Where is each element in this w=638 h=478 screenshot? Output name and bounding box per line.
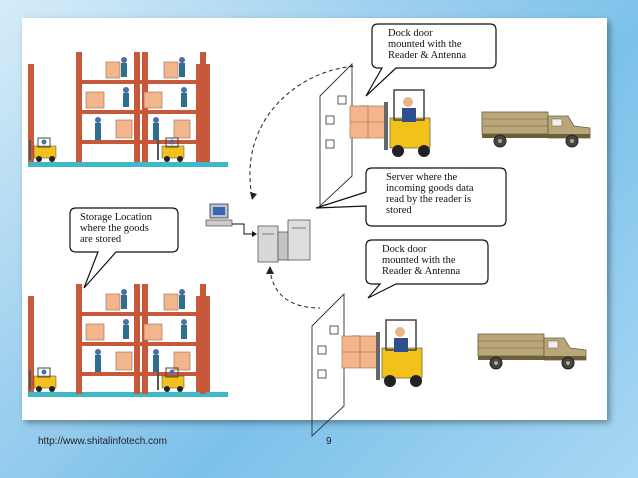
data-flow-arcs [249,65,357,309]
callout-dock-bottom-bubble [365,239,489,299]
callout-server-text: Server where the incoming goods data rea… [386,172,474,216]
callout-line: Dock door [388,28,433,39]
truck-top [481,111,591,148]
callout-line: where the goods [80,223,149,234]
computer-terminal [205,203,233,227]
callout-line: incoming goods data [386,183,474,194]
callout-storage-bubble [69,207,179,289]
callout-storage-text: Storage Location where the goods are sto… [80,212,152,245]
network-arrow [232,223,257,237]
server-rack [257,219,311,263]
dock-door-bottom [311,293,423,437]
warehouse-racks-bottom [28,283,228,397]
page-number: 9 [326,436,332,447]
truck-bottom [477,333,587,370]
callout-line: are stored [80,234,122,245]
callout-dock-top-bubble [365,23,497,97]
callout-line: Dock door [382,244,427,255]
callout-line: Reader & Antenna [388,50,467,61]
callout-line: Reader & Antenna [382,266,461,277]
callout-line: Storage Location [80,212,153,223]
callout-line: mounted with the [382,255,456,266]
callout-server-bubble [315,167,507,227]
warehouse-racks-top [28,51,228,167]
footer-url-link[interactable]: http://www.shitalinfotech.com [38,436,167,447]
callout-dock-bottom-text: Dock door mounted with the Reader & Ante… [382,244,460,277]
callout-line: mounted with the [388,39,462,50]
callout-line: read by the reader is [386,194,472,205]
callout-dock-top-text: Dock door mounted with the Reader & Ante… [388,28,466,61]
callout-line: Server where the [386,172,458,183]
callout-line: stored [386,205,412,216]
